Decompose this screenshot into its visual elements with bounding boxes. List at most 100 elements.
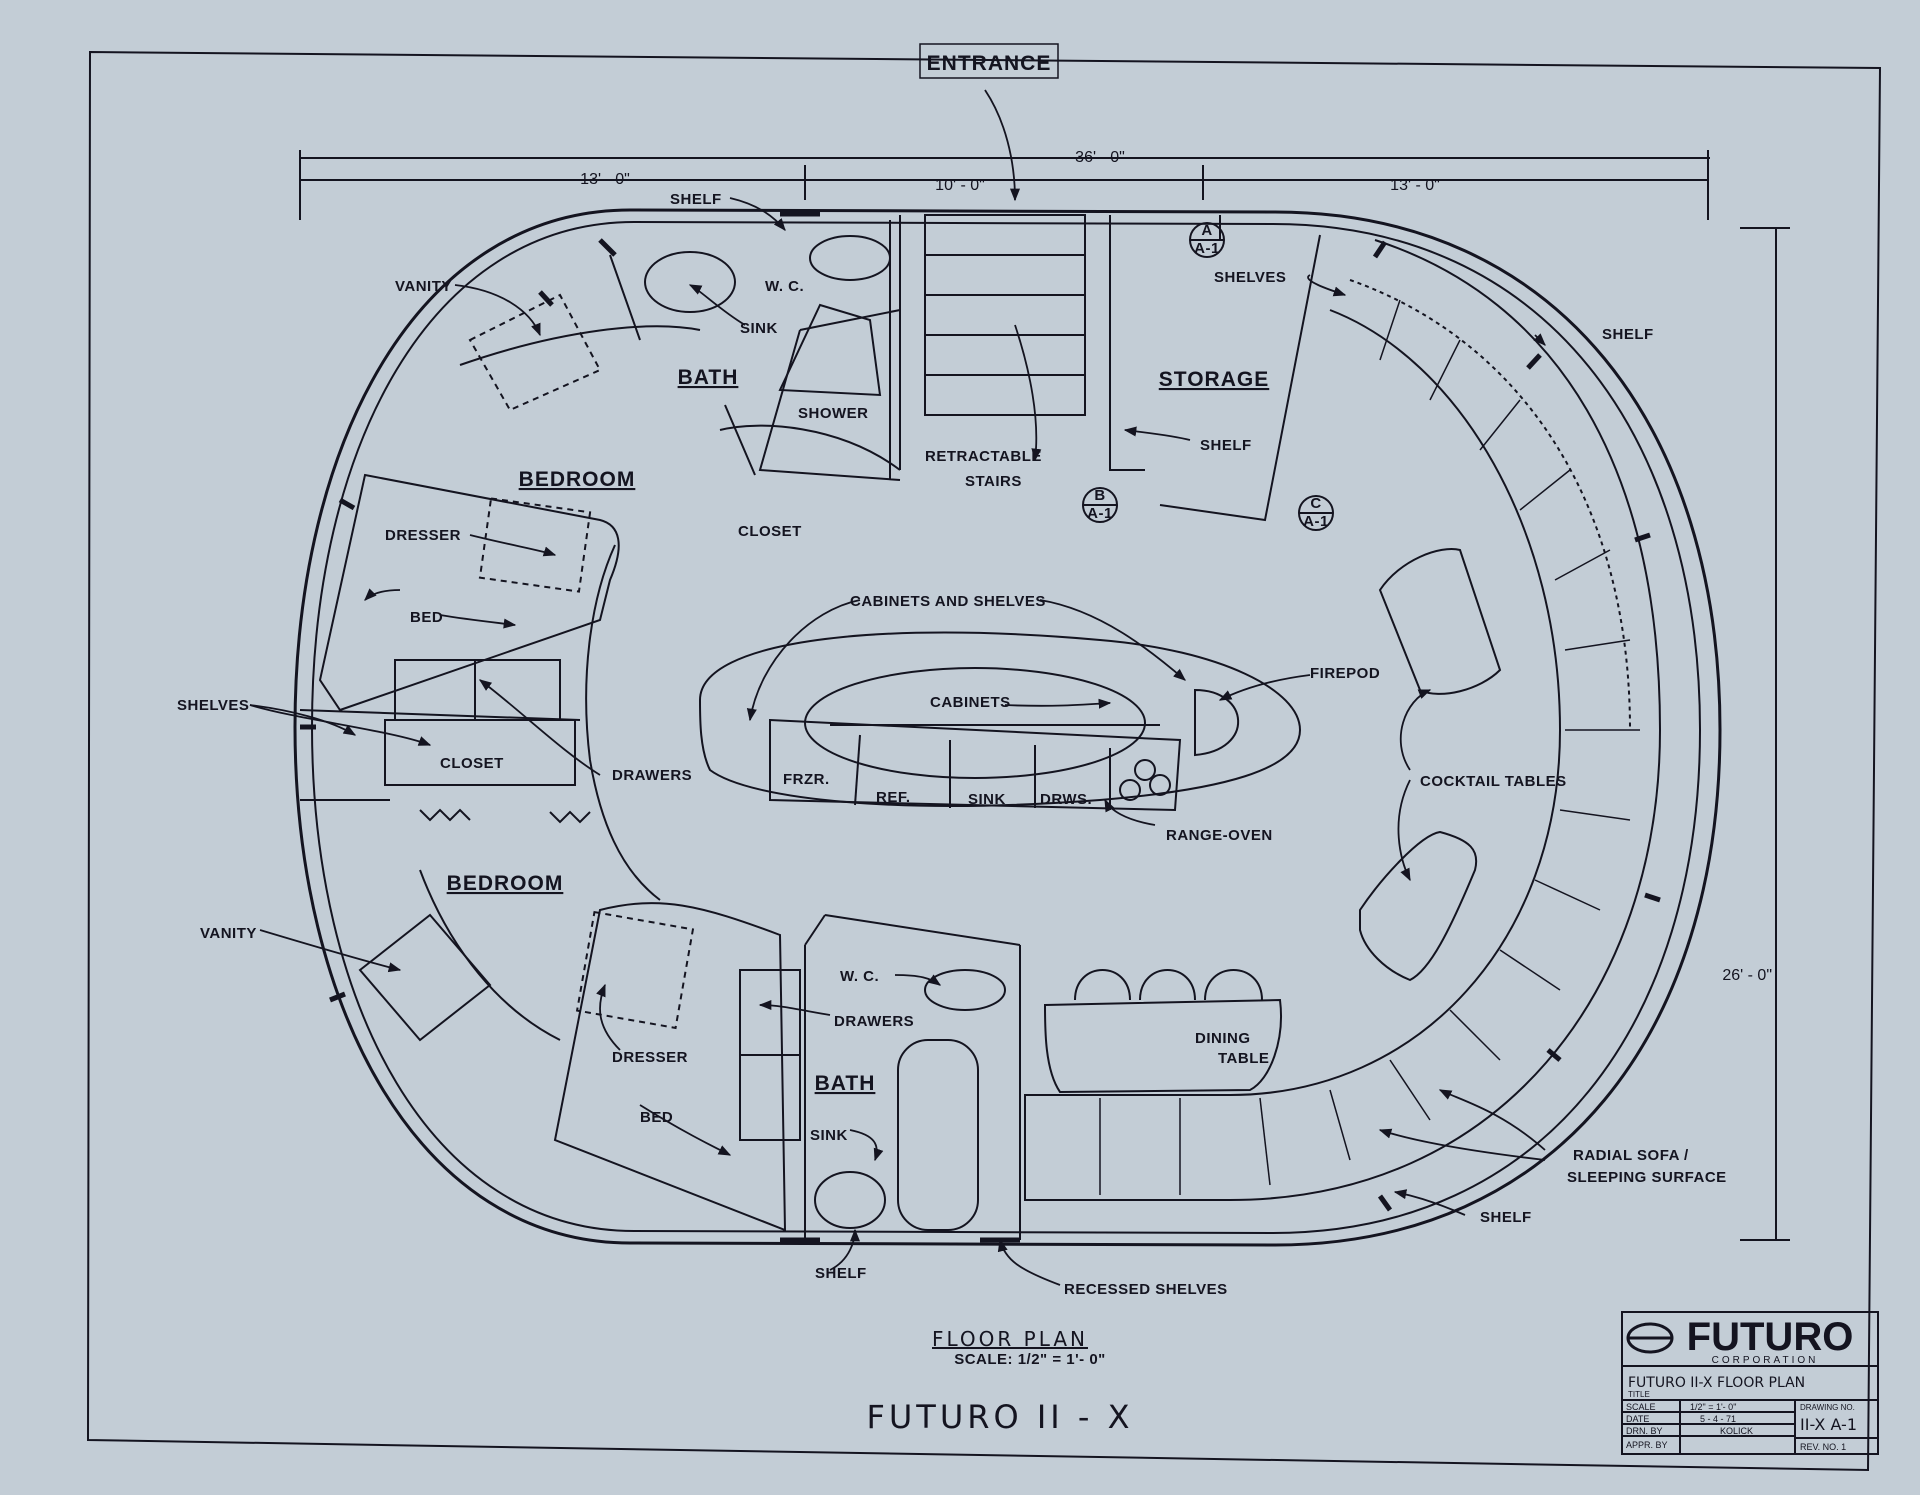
title-block-title-label: TITLE <box>1628 1390 1650 1399</box>
drws-label: DRWS. <box>1040 791 1092 808</box>
section-c-letter: C <box>1310 495 1321 512</box>
bed-top-label: BED <box>410 609 443 626</box>
shelves-left-label: SHELVES <box>177 697 249 714</box>
wc-top <box>809 235 891 281</box>
stairs-label: STAIRS <box>965 473 1022 490</box>
bedroom-top-inner-wall <box>459 325 701 366</box>
dining-chair-1 <box>1074 969 1131 1001</box>
title-block-title: FUTURO II-X FLOOR PLAN <box>1628 1375 1805 1391</box>
sheet-border <box>86 50 1882 1472</box>
model-name: FUTURO II - X <box>866 1398 1133 1436</box>
shelf-top-label: SHELF <box>670 191 722 208</box>
retractable-stairs <box>924 214 1086 416</box>
section-a-letter: A <box>1201 222 1212 239</box>
bath-bottom-walls <box>804 914 1021 1240</box>
burner-3 <box>1119 779 1141 801</box>
dresser-bottom-label: DRESSER <box>612 1049 688 1066</box>
shower <box>778 303 882 397</box>
kitchen-island <box>698 631 1302 807</box>
sink-top <box>644 251 736 313</box>
kitchen-counter <box>769 718 1182 812</box>
cabinets-label: CABINETS <box>930 694 1011 711</box>
cocktail-table-2 <box>1359 830 1478 982</box>
title-block <box>1621 1311 1879 1455</box>
entrance-label: ENTRANCE <box>927 52 1052 75</box>
drawers-left-label: DRAWERS <box>612 767 692 784</box>
retractable-label: RETRACTABLE <box>925 448 1042 465</box>
radial-sofa <box>1024 239 1662 1201</box>
sink-bottom-label: SINK <box>810 1127 848 1144</box>
section-b-sheet: A-1 <box>1087 505 1113 522</box>
dresser-top <box>478 497 592 593</box>
title-block-date-label: DATE <box>1626 1414 1649 1424</box>
vanity-bottom-label: VANITY <box>200 925 257 942</box>
dining-chair-2 <box>1139 969 1196 1001</box>
vanity-top-label: VANITY <box>395 278 452 295</box>
firepod <box>1194 688 1240 757</box>
floor-plan-scale: SCALE: 1/2" = 1'- 0" <box>954 1351 1106 1368</box>
depth-label: 26' - 0" <box>1722 967 1772 984</box>
right-width-label: 13' - 0" <box>1390 177 1440 194</box>
bathtub <box>897 1039 979 1231</box>
closet-top-label: CLOSET <box>738 523 802 540</box>
dresser-bottom <box>575 910 695 1030</box>
bed-bottom-label: BED <box>640 1109 673 1126</box>
drawers-top <box>394 659 561 721</box>
closet-top <box>719 404 901 476</box>
wc-bottom-label: W. C. <box>840 968 879 985</box>
bed-bottom <box>553 902 787 1232</box>
middle-width-label: 10' - 0" <box>935 177 985 194</box>
sink-bottom <box>814 1171 886 1229</box>
cocktail-table-1 <box>1378 548 1502 695</box>
dining-chair-3 <box>1204 969 1263 1001</box>
title-block-corporation: CORPORATION <box>1712 1355 1819 1366</box>
title-block-appr-label: APPR. BY <box>1626 1440 1668 1450</box>
sleeping-surface-label: SLEEPING SURFACE <box>1567 1169 1727 1186</box>
shelves-top-label: SHELVES <box>1214 269 1286 286</box>
title-block-date-value: 5 - 4 - 71 <box>1700 1414 1736 1424</box>
title-block-scale-label: SCALE <box>1626 1402 1656 1412</box>
left-width-label: 13' - 0" <box>580 171 630 188</box>
bath-top-label: BATH <box>678 366 739 389</box>
cocktail-tables-label: COCKTAIL TABLES <box>1420 773 1567 790</box>
dining-table <box>1043 998 1282 1094</box>
burner-1 <box>1134 759 1156 781</box>
bedroom-bottom-label: BEDROOM <box>447 872 564 895</box>
frzr-label: FRZR. <box>783 771 830 788</box>
recessed-shelves-label: RECESSED SHELVES <box>1064 1281 1228 1298</box>
cabinets-and-shelves-label: CABINETS AND SHELVES <box>850 593 1046 610</box>
floor-plan-title: FLOOR PLAN <box>932 1327 1088 1351</box>
dresser-top-label: DRESSER <box>385 527 461 544</box>
title-block-drawing-no-label: DRAWING NO. <box>1800 1403 1855 1412</box>
bedroom-top-label: BEDROOM <box>519 468 636 491</box>
title-block-brand: FUTURO <box>1687 1315 1854 1359</box>
section-b-letter: B <box>1094 487 1105 504</box>
title-block-drn-value: KOLICK <box>1720 1426 1753 1436</box>
title-block-drn-label: DRN. BY <box>1626 1426 1663 1436</box>
range-oven-label: RANGE-OVEN <box>1166 827 1273 844</box>
vanity-top <box>468 293 602 412</box>
cabinets-core <box>804 667 1146 779</box>
sink-top-label: SINK <box>740 320 778 337</box>
title-block-drawing-no: II-X A-1 <box>1800 1415 1857 1434</box>
shelf-storage-label: SHELF <box>1200 437 1252 454</box>
bedroom-bottom-inner-wall <box>419 869 561 1041</box>
wc-bottom <box>924 969 1006 1011</box>
shelf-right-label: SHELF <box>1602 326 1654 343</box>
ref-label: REF. <box>876 789 911 806</box>
bath-top-walls <box>609 220 901 481</box>
section-c-sheet: A-1 <box>1303 513 1329 530</box>
bath-bottom-label: BATH <box>815 1072 876 1095</box>
storage-label: STORAGE <box>1159 368 1269 391</box>
closet-left <box>384 719 576 786</box>
sink-kitchen-label: SINK <box>968 791 1006 808</box>
radial-sofa-label: RADIAL SOFA / <box>1573 1147 1689 1164</box>
drawers-bottom-label: DRAWERS <box>834 1013 914 1030</box>
vanity-bottom <box>358 913 492 1042</box>
firepod-label: FIREPOD <box>1310 665 1380 682</box>
title-block-rev: REV. NO. 1 <box>1800 1442 1846 1452</box>
overall-width-label: 36' - 0" <box>1075 149 1125 166</box>
closet-left-label: CLOSET <box>440 755 504 772</box>
section-a-sheet: A-1 <box>1194 240 1220 257</box>
